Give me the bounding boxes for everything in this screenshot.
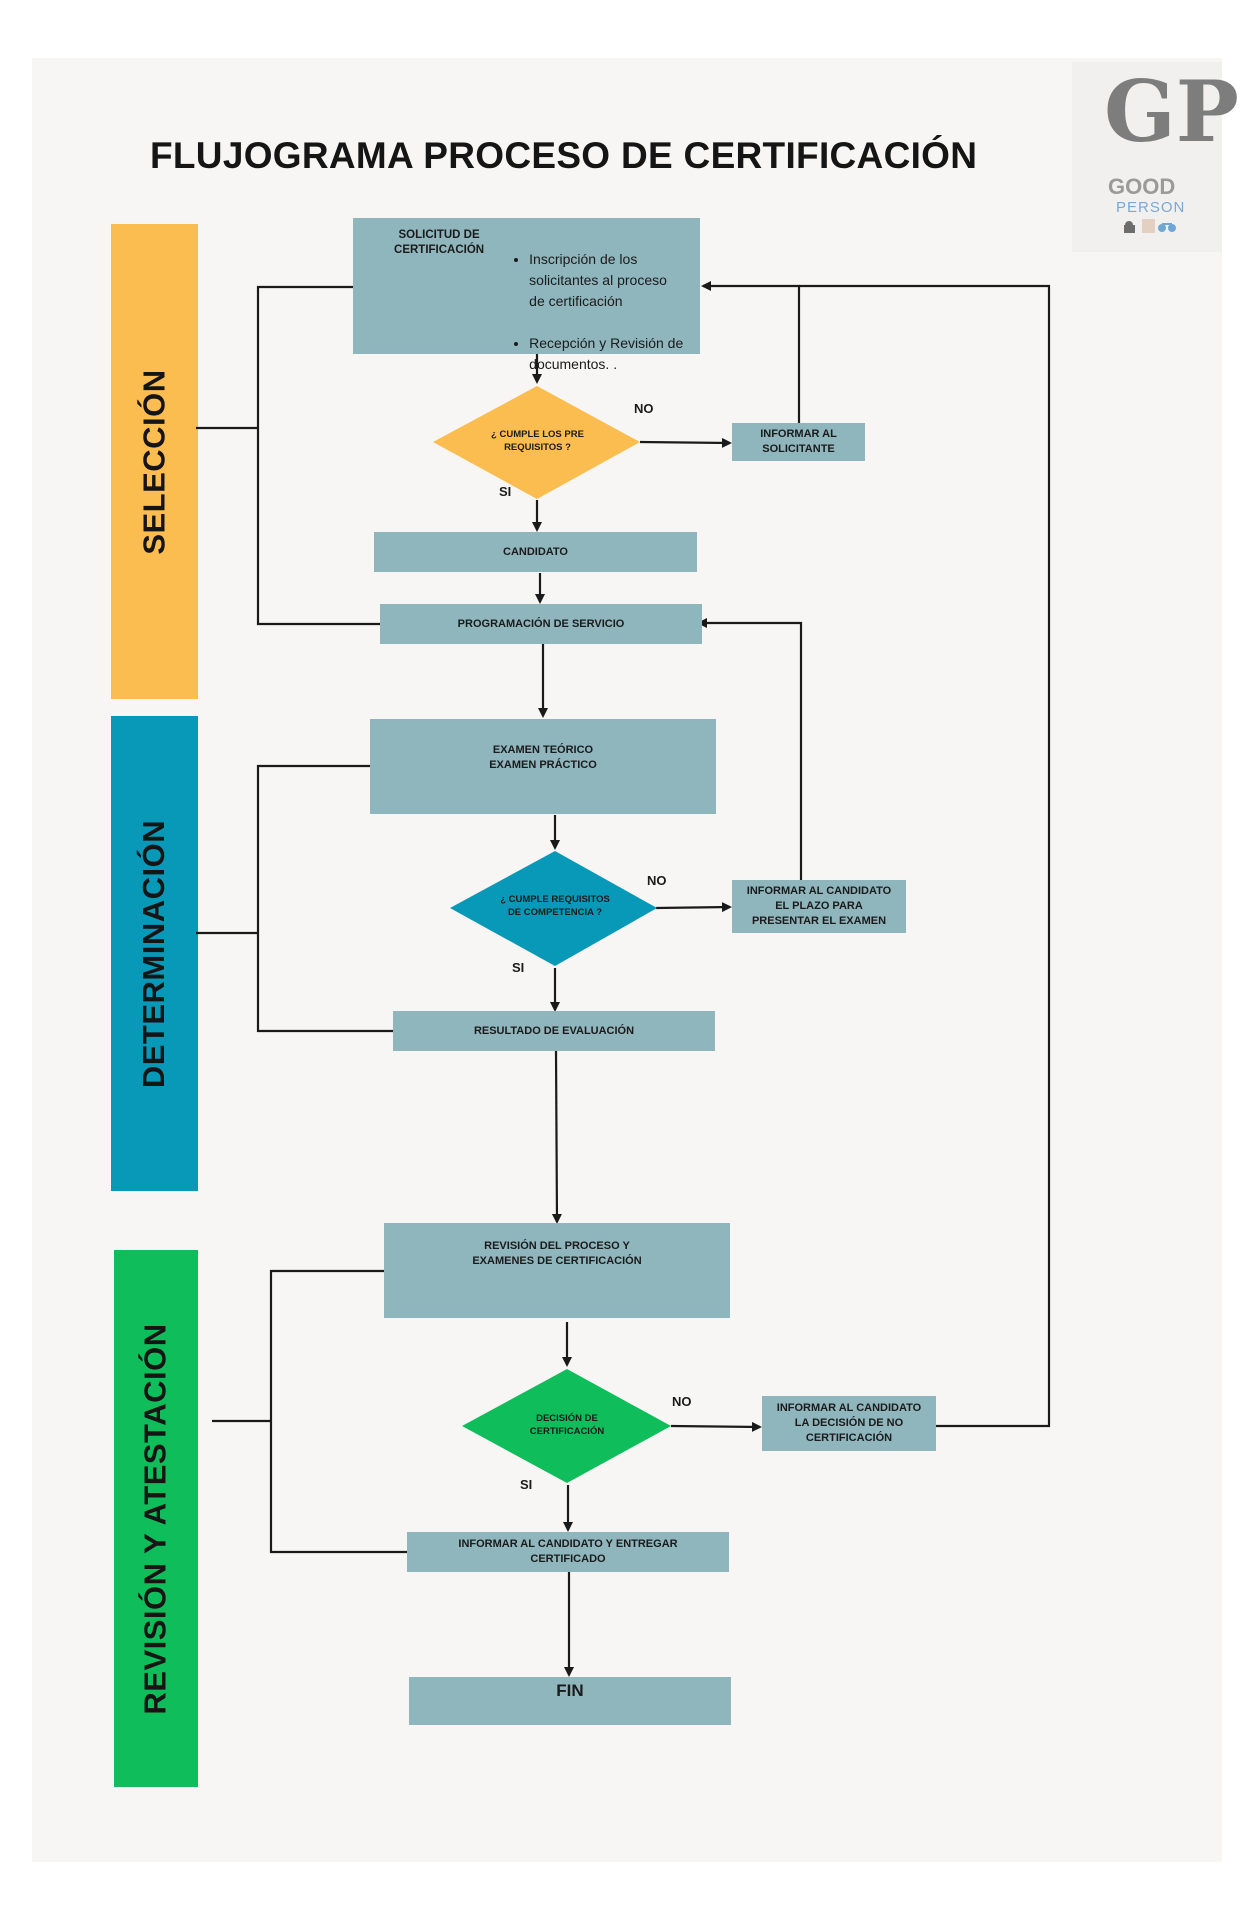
list-item: Recepción y Revisión de documentos. . bbox=[529, 333, 686, 375]
logo-word-good: GOOD bbox=[1108, 174, 1176, 199]
box-solicitud-list: Inscripción de los solicitantes al proce… bbox=[511, 228, 686, 396]
list-item: Inscripción de los solicitantes al proce… bbox=[529, 249, 686, 312]
good-person-logo: GP GOOD PERSON bbox=[1072, 62, 1239, 252]
decision-prerequisitos-label: ¿ CUMPLE LOS PRE REQUISITOS ? bbox=[491, 429, 584, 453]
box-solicitud-title: SOLICITUD DE CERTIFICACIÓN bbox=[394, 229, 485, 256]
edge-label-no: NO bbox=[634, 401, 654, 416]
stage-revision: REVISIÓN Y ATESTACIÓN bbox=[114, 1250, 198, 1787]
box-programacion: PROGRAMACIÓN DE SERVICIO bbox=[380, 604, 702, 644]
edge-label-si: SI bbox=[520, 1477, 533, 1492]
edge-label-si: SI bbox=[499, 484, 512, 499]
decision-prerequisitos bbox=[433, 386, 640, 499]
box-entregar-certificado: INFORMAR AL CANDIDATO Y ENTREGAR CERTIFI… bbox=[407, 1532, 729, 1572]
box-revision: REVISIÓN DEL PROCESO Y EXAMENES DE CERTI… bbox=[384, 1223, 730, 1318]
box-informar-plazo: INFORMAR AL CANDIDATO EL PLAZO PARA PRES… bbox=[732, 880, 906, 933]
edge-label-no: NO bbox=[647, 873, 667, 888]
decision-certificacion bbox=[462, 1369, 671, 1483]
box-resultado: RESULTADO DE EVALUACIÓN bbox=[393, 1011, 715, 1051]
decision-certificacion-label: DECISIÓN DE CERTIFICACIÓN bbox=[529, 1413, 605, 1437]
logo-icons bbox=[1124, 219, 1176, 233]
box-solicitud: SOLICITUD DE CERTIFICACIÓN Inscripción d… bbox=[353, 218, 700, 372]
box-fin: FIN bbox=[409, 1677, 731, 1725]
decision-competencia-label: ¿ CUMPLE REQUISITOS DE COMPETENCIA ? bbox=[500, 894, 610, 918]
logo-word-person: PERSON bbox=[1116, 199, 1186, 216]
box-informar-no-certificacion: INFORMAR AL CANDIDATO LA DECISIÓN DE NO … bbox=[762, 1396, 936, 1451]
box-candidato: CANDIDATO bbox=[374, 532, 697, 572]
page-title: FLUJOGRAMA PROCESO DE CERTIFICACIÓN bbox=[150, 135, 978, 176]
edge-label-si: SI bbox=[512, 960, 525, 975]
box-informar-solicitante: INFORMAR AL SOLICITANTE bbox=[732, 423, 865, 461]
stage-seleccion: SELECCIÓN bbox=[111, 224, 198, 699]
box-examen: EXAMEN TEÓRICO EXAMEN PRÁCTICO bbox=[370, 719, 716, 814]
decision-competencia bbox=[450, 851, 657, 966]
edge-label-no: NO bbox=[672, 1394, 692, 1409]
stage-determinacion: DETERMINACIÓN bbox=[111, 716, 198, 1191]
logo-letters: GP bbox=[1104, 62, 1239, 161]
